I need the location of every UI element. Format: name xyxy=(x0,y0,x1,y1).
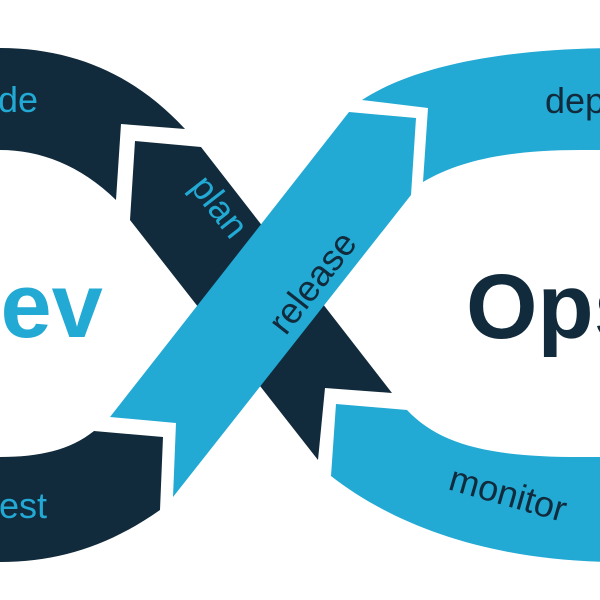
title-ops: Ops xyxy=(466,256,600,358)
title-dev: Dev xyxy=(0,255,103,357)
segment-deploy xyxy=(362,48,600,182)
label-deploy: deploy xyxy=(545,80,600,121)
label-test: test xyxy=(0,485,47,526)
segment-release xyxy=(110,112,416,497)
segment-code xyxy=(0,48,185,200)
label-code: code xyxy=(0,79,38,120)
segment-monitor xyxy=(331,404,600,562)
segment-test xyxy=(0,431,163,562)
